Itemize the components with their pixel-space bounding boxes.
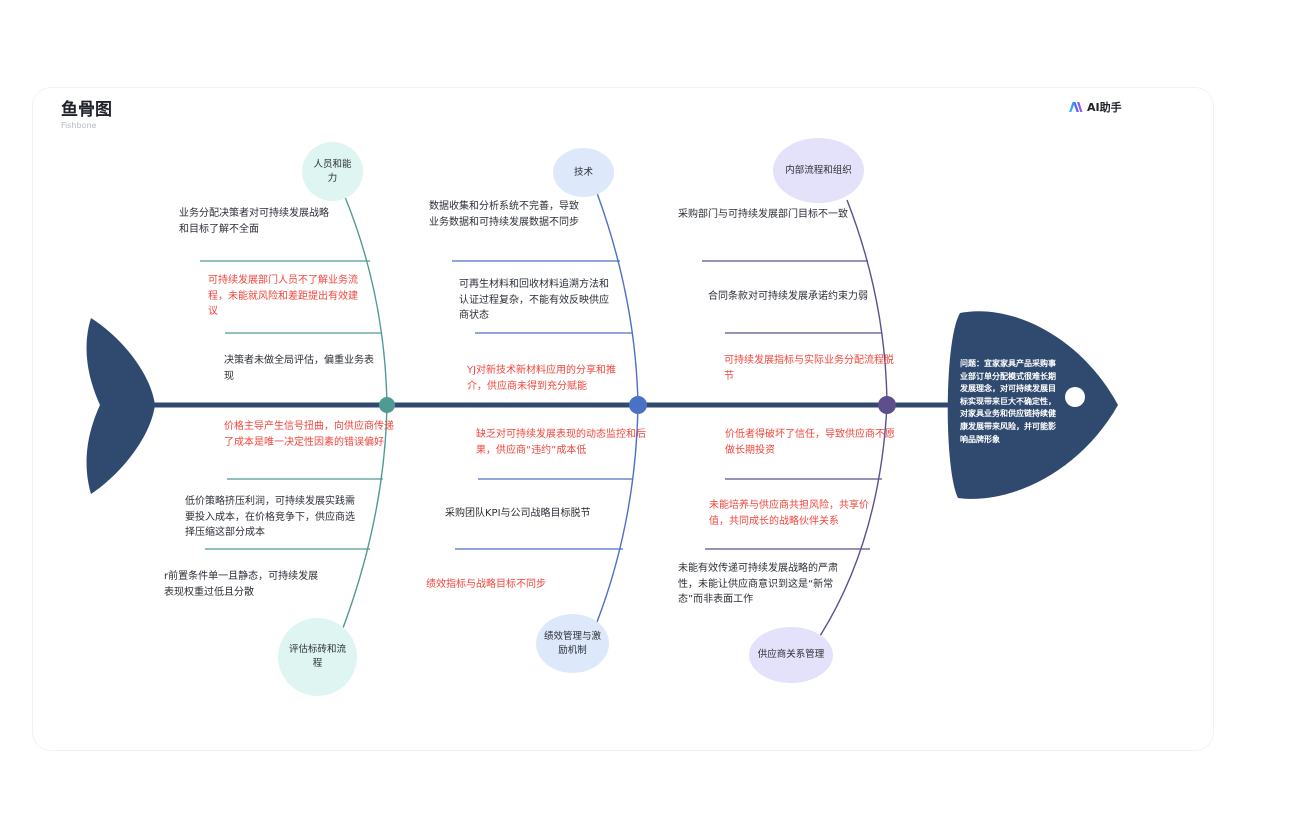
cause-evaluation-2: 低价策略挤压利润，可持续发展实践需要投入成本，在价格竞争下，供应商选择压缩这部分…: [185, 496, 355, 538]
page-subtitle: Fishbone: [61, 121, 97, 130]
cause-performance-2: 采购团队KPI与公司战略目标脱节: [445, 508, 591, 519]
cause-people-3: 决策者未做全局评估，偏重业务表现: [224, 355, 374, 382]
ai-assistant-button[interactable]: AI助手: [1068, 99, 1122, 115]
cause-supplier-2: 未能培养与供应商共担风险，共享价值，共同成长的战略伙伴关系: [709, 500, 869, 527]
bone-performance: [596, 404, 639, 623]
cause-tech-1: 数据收集和分析系统不完善，导致业务数据和可持续发展数据不同步: [429, 201, 579, 228]
fish-head: [947, 311, 1118, 499]
junction-teal: [379, 397, 395, 413]
category-performance[interactable]: 绩效管理与激励机制: [536, 614, 609, 673]
cause-process-2: 合同条款对可持续发展承诺约束力弱: [708, 291, 868, 302]
bone-evaluation: [342, 404, 388, 629]
cause-tech-3: YJ对新技术新材料应用的分享和推介，供应商未得到充分赋能: [467, 365, 617, 392]
cause-evaluation-3: r前置条件单一且静态，可持续发展表现权重过低且分散: [164, 571, 319, 598]
bone-people: [344, 196, 388, 406]
page-title: 鱼骨图: [61, 100, 112, 120]
cause-people-2: 可持续发展部门人员不了解业务流程，未能就风险和差距提出有效建议: [208, 275, 358, 317]
fish-tail: [86, 318, 155, 494]
fish-eye: [1065, 387, 1085, 407]
cause-performance-1: 缺乏对可持续发展表现的动态监控和后果，供应商“违约”成本低: [476, 429, 646, 456]
cause-people-1: 业务分配决策者对可持续发展战略和目标了解不全面: [179, 208, 329, 235]
bone-tech: [596, 192, 639, 406]
category-supplier[interactable]: 供应商关系管理: [749, 627, 833, 683]
category-tech[interactable]: 技术: [553, 148, 614, 197]
bone-supplier: [819, 404, 888, 637]
ai-assistant-label: AI助手: [1087, 101, 1122, 114]
cause-supplier-3: 未能有效传递可持续发展战略的严肃性，未能让供应商意识到这是“新常态”而非表面工作: [678, 563, 838, 605]
cause-process-1: 采购部门与可持续发展部门目标不一致: [678, 209, 848, 220]
junction-blue: [629, 396, 647, 414]
category-evaluation[interactable]: 评估标砖和流程: [278, 618, 357, 696]
category-people[interactable]: 人员和能力: [302, 142, 363, 201]
cause-evaluation-1: 价格主导产生信号扭曲，向供应商传递了成本是唯一决定性因素的错误偏好: [224, 421, 394, 448]
ai-logo-icon: [1069, 102, 1083, 112]
cause-supplier-1: 价低者得破坏了信任，导致供应商不愿做长期投资: [725, 429, 895, 456]
cause-process-3: 可持续发展指标与实际业务分配流程脱节: [724, 355, 894, 382]
junction-purple: [878, 396, 896, 414]
bone-process: [846, 199, 888, 406]
category-process[interactable]: 内部流程和组织: [773, 138, 864, 203]
cause-performance-3: 绩效指标与战略目标不同步: [426, 579, 546, 590]
problem-statement: 问题：宜家家具产品采购事业部订单分配模式很难长期发展理念，对可持续发展目标实现带…: [960, 359, 1056, 444]
cause-tech-2: 可再生材料和回收材料追溯方法和认证过程复杂，不能有效反映供应商状态: [459, 279, 609, 321]
